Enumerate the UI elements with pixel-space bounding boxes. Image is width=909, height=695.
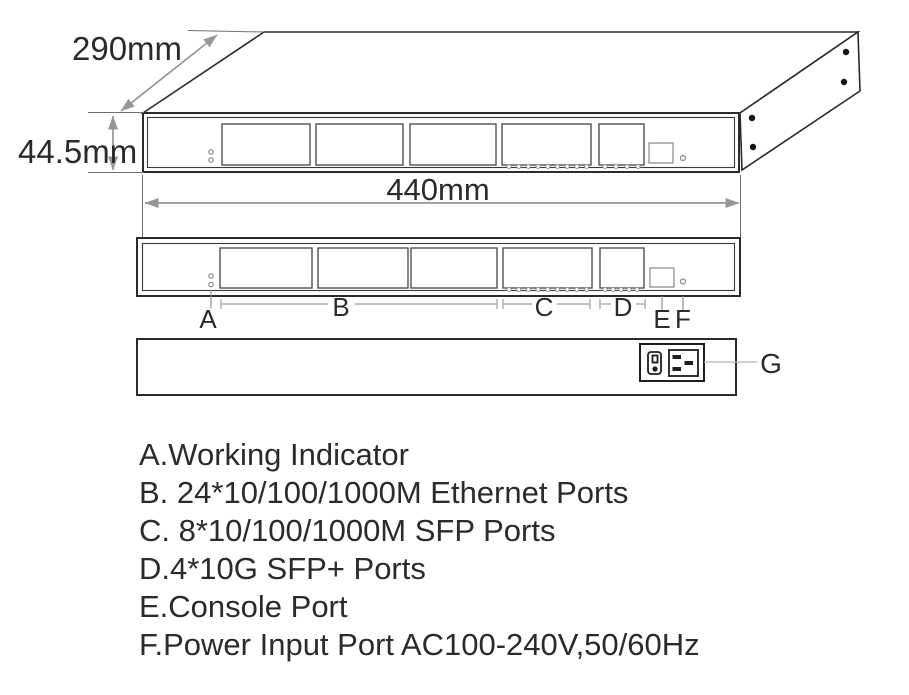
front-panel-3d-inner-border <box>146 116 736 169</box>
sfp-latch-dots <box>506 287 640 292</box>
legend-item-f: F.Power Input Port AC100-240V,50/60Hz <box>139 627 700 662</box>
width-dimension-label: 440mm <box>386 172 489 207</box>
screw-hole <box>840 78 848 86</box>
console-port <box>648 142 674 164</box>
callout-f-label: F <box>675 304 691 334</box>
height-dimension-label: 44.5mm <box>18 133 137 170</box>
sfp-plus-port-block <box>599 247 645 289</box>
power-switch-off-mark <box>652 366 658 372</box>
chassis-top-face <box>140 31 861 114</box>
screw-hole <box>749 143 757 151</box>
screw-hole <box>842 48 850 56</box>
ethernet-port-block <box>409 123 497 166</box>
depth-extension-line-top <box>187 30 265 33</box>
ethernet-port-block <box>317 247 409 289</box>
ac-inlet-socket <box>668 349 699 377</box>
callout-g-label: G <box>760 348 782 379</box>
legend-item-c: C. 8*10/100/1000M SFP Ports <box>139 513 555 548</box>
rear-panel <box>136 338 737 396</box>
ethernet-port-block <box>221 123 311 166</box>
console-port <box>649 267 675 288</box>
power-switch-on-mark <box>651 354 659 364</box>
legend-item-d: D.4*10G SFP+ Ports <box>139 551 426 586</box>
legend-item-b: B. 24*10/100/1000M Ethernet Ports <box>139 475 628 510</box>
isometric-view <box>140 30 861 173</box>
legend-item-a: A.Working Indicator <box>139 437 409 472</box>
ac-inlet-pin <box>672 355 681 359</box>
sfp-port-block <box>501 123 592 166</box>
callout-c-label: C <box>535 292 554 322</box>
screw-hole <box>748 114 756 122</box>
legend: A.Working Indicator B. 24*10/100/1000M E… <box>139 437 700 662</box>
sfp-latch-dots <box>506 164 641 169</box>
ethernet-port-block <box>219 247 313 289</box>
working-indicator-led <box>208 149 214 155</box>
working-indicator-led <box>208 281 214 288</box>
chassis-side-face <box>739 30 861 172</box>
sfp-port-block <box>502 247 593 289</box>
ac-inlet-pin <box>672 367 681 371</box>
legend-item-e: E.Console Port <box>139 589 348 624</box>
power-input-hole <box>679 154 687 162</box>
front-view: A B C D E F <box>136 237 741 334</box>
ethernet-port-block <box>410 247 498 289</box>
callout-e-label: E <box>653 304 670 334</box>
working-indicator-led <box>208 273 214 279</box>
depth-dimension-label: 290mm <box>72 30 182 67</box>
ethernet-port-block <box>315 123 404 166</box>
callout-d-label: D <box>614 292 633 322</box>
callout-b-label: B <box>332 292 349 322</box>
callout-a-label: A <box>199 304 217 334</box>
working-indicator-led <box>208 157 214 163</box>
rear-view: G <box>136 338 782 396</box>
dimension-annotations: 290mm 44.5mm 440mm <box>18 30 741 238</box>
power-input-hole <box>679 278 687 285</box>
depth-dimension-arrow <box>120 34 218 112</box>
sfp-plus-port-block <box>598 123 645 166</box>
ac-inlet-pin <box>684 361 693 365</box>
front-panel-inner-border <box>141 242 736 292</box>
